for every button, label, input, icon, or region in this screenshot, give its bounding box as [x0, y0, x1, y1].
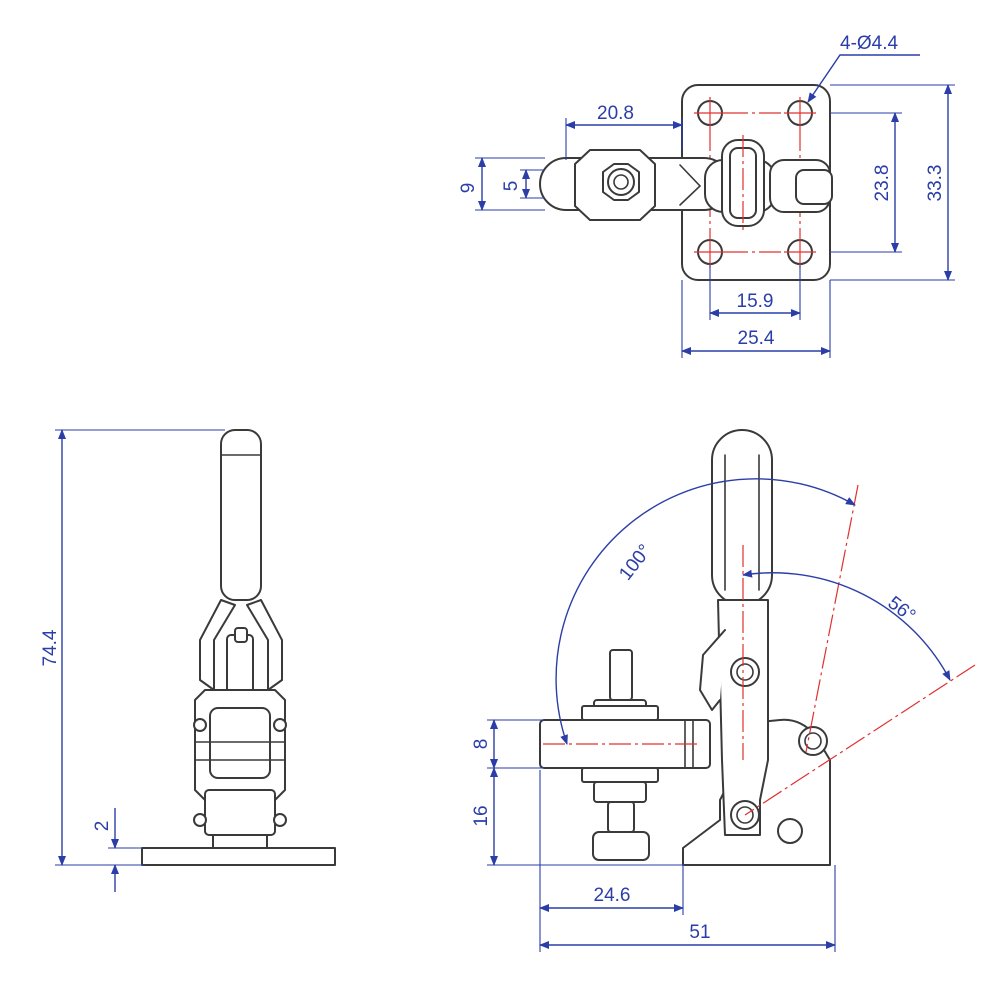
dim-open-angle: 100°	[615, 541, 656, 585]
dim-reach: 24.6	[594, 885, 631, 906]
dim-overall-length: 51	[689, 922, 710, 943]
dim-handle-offset: 20.8	[597, 103, 634, 124]
dim-slot-inner: 5	[501, 181, 522, 192]
dim-base-thickness: 2	[92, 821, 113, 832]
mounting-holes	[694, 97, 816, 268]
dim-holes-label: 4-Ø4.4	[840, 33, 899, 54]
side-view: 74.4 2	[40, 429, 336, 892]
dim-arm-thickness: 8	[471, 739, 492, 750]
dim-slot-outer: 9	[458, 183, 479, 194]
dim-overall-height: 74.4	[40, 629, 61, 666]
top-view: 20.8 9 5 23.8 33.3 15.9 25.4 4-Ø4.4	[458, 33, 955, 358]
front-view: 100° 56° 8 16 24.6 51	[471, 429, 976, 952]
dim-base-height: 33.3	[925, 165, 946, 202]
dim-hole-spacing-v: 23.8	[872, 165, 893, 202]
dim-hole-spacing-h: 15.9	[737, 291, 774, 312]
dim-base-width: 25.4	[738, 328, 775, 349]
dim-handle-angle: 56°	[884, 593, 920, 627]
dim-arm-height: 16	[471, 805, 492, 826]
